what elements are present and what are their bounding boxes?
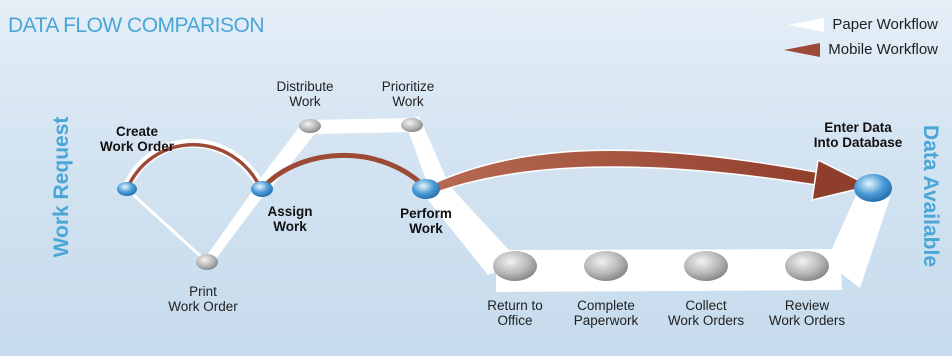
nodes (117, 118, 892, 281)
node-distribute (299, 119, 321, 133)
mobile-path-assign-perform (260, 152, 426, 191)
node-paperwork (584, 251, 628, 281)
node-assign (251, 181, 273, 197)
paper-path-bottom-band (496, 249, 842, 292)
paper-path-assign-distribute (255, 121, 318, 192)
label-distribute-work: Distribute Work (276, 79, 334, 109)
paper-path-prioritize-perform (405, 116, 447, 188)
node-collect (684, 251, 728, 281)
label-review-work-orders: Review Work Orders (768, 298, 846, 328)
node-prioritize (401, 118, 423, 132)
mobile-path-perform-database (423, 149, 833, 198)
label-print-work-order: Print Work Order (168, 284, 238, 314)
paper-path-distribute-prioritize (308, 118, 414, 134)
mobile-arrowhead (811, 158, 873, 201)
label-return-to-office: Return to Office (487, 298, 543, 328)
paper-path-review-database (826, 182, 890, 288)
node-review (785, 251, 829, 281)
node-return (493, 251, 537, 281)
label-enter-data: Enter Data Into Database (813, 120, 903, 150)
legend-paper: Paper Workflow (788, 16, 938, 33)
legend-mobile-label: Mobile Workflow (828, 41, 938, 58)
mobile-path-create-assign (125, 143, 263, 190)
label-assign-work: Assign Work (267, 204, 313, 234)
paper-legend-swatch-icon (788, 17, 825, 32)
label-perform-work: Perform Work (400, 206, 452, 236)
legend-mobile: Mobile Workflow (784, 41, 938, 58)
node-database (854, 174, 892, 202)
paper-path-print-assign (203, 186, 266, 264)
label-collect-work-orders: Collect Work Orders (667, 298, 745, 328)
node-print (196, 254, 218, 270)
node-create (117, 182, 137, 196)
legend-paper-label: Paper Workflow (832, 16, 938, 33)
paper-path-create-print (126, 188, 209, 264)
side-label-data-available: Data Available (919, 124, 942, 268)
side-label-work-request: Work Request (50, 116, 73, 258)
diagram-title: DATA FLOW COMPARISON (8, 14, 265, 37)
label-prioritize-work: Prioritize Work (381, 79, 435, 109)
node-perform (412, 179, 440, 199)
label-create-work-order: Create Work Order (99, 124, 175, 154)
label-complete-paperwork: Complete Paperwork (573, 298, 639, 328)
paper-path-perform-return (420, 180, 520, 275)
mobile-workflow-arrow (125, 143, 873, 201)
mobile-legend-swatch-icon (784, 42, 821, 57)
